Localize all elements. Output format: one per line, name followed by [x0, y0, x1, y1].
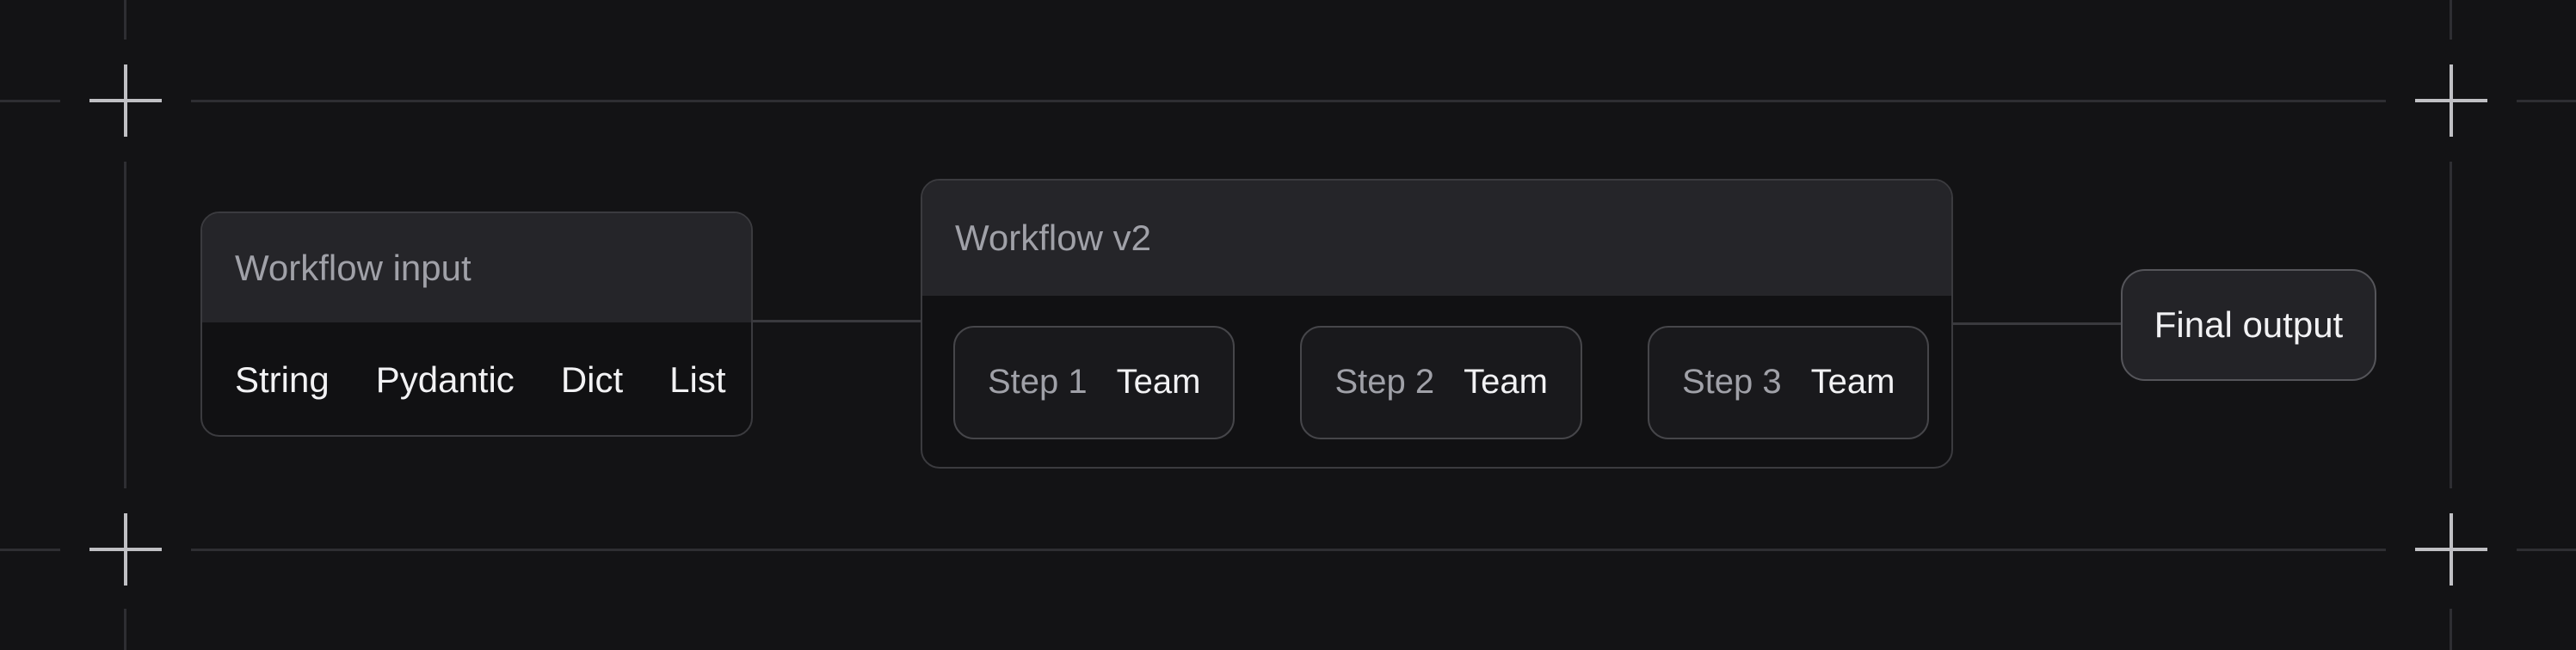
guide-line-vertical-right [2450, 0, 2452, 40]
input-type-string: String [235, 359, 330, 400]
workflow-input-body: String Pydantic Dict List [202, 322, 751, 435]
crosshair-top-right [2415, 64, 2487, 137]
crosshair-bar-icon [124, 64, 127, 137]
final-output-node: Final output [2121, 269, 2376, 381]
workflow-input-node: Workflow input String Pydantic Dict List [200, 212, 753, 437]
workflow-v2-header: Workflow v2 [922, 181, 1951, 296]
step-chip-3: Step 3 Team [1647, 325, 1930, 439]
final-output-label: Final output [2154, 304, 2344, 345]
step-chip-2: Step 2 Team [1300, 325, 1582, 439]
step-type: Team [1810, 363, 1895, 401]
step-label: Step 3 [1681, 363, 1782, 401]
guide-line-horizontal-top [2517, 100, 2576, 102]
input-type-pydantic: Pydantic [375, 359, 515, 400]
guide-line-vertical-right [2450, 609, 2452, 650]
crosshair-bottom-left [89, 513, 162, 586]
guide-line-horizontal-bottom [191, 549, 2386, 551]
step-type: Team [1464, 363, 1548, 401]
connector-workflow-to-output [1953, 322, 2121, 325]
input-type-dict: Dict [560, 359, 624, 400]
workflow-v2-body: Step 1 Team Step 2 Team Step 3 Team [922, 296, 1951, 467]
crosshair-bottom-right [2415, 513, 2487, 586]
guide-line-vertical-left [124, 609, 126, 650]
step-type: Team [1116, 363, 1201, 401]
workflow-input-title: Workflow input [235, 247, 471, 288]
connector-input-to-workflow [753, 320, 921, 322]
step-label: Step 1 [988, 363, 1088, 401]
workflow-v2-title: Workflow v2 [955, 218, 1151, 258]
guide-line-horizontal-top [191, 100, 2386, 102]
workflow-v2-node: Workflow v2 Step 1 Team Step 2 Team Step… [921, 179, 1953, 469]
guide-line-horizontal-bottom [2517, 549, 2576, 551]
input-type-list: List [669, 359, 726, 400]
workflow-input-header: Workflow input [202, 213, 751, 322]
crosshair-top-left [89, 64, 162, 137]
guide-line-vertical-left [124, 162, 126, 488]
crosshair-bar-icon [2450, 64, 2453, 137]
step-chip-1: Step 1 Team [953, 325, 1236, 439]
guide-line-vertical-right [2450, 162, 2452, 488]
guide-line-horizontal-bottom [0, 549, 60, 551]
guide-line-vertical-left [124, 0, 126, 40]
guide-line-horizontal-top [0, 100, 60, 102]
step-label: Step 2 [1334, 363, 1435, 401]
crosshair-bar-icon [124, 513, 127, 586]
crosshair-bar-icon [2450, 513, 2453, 586]
